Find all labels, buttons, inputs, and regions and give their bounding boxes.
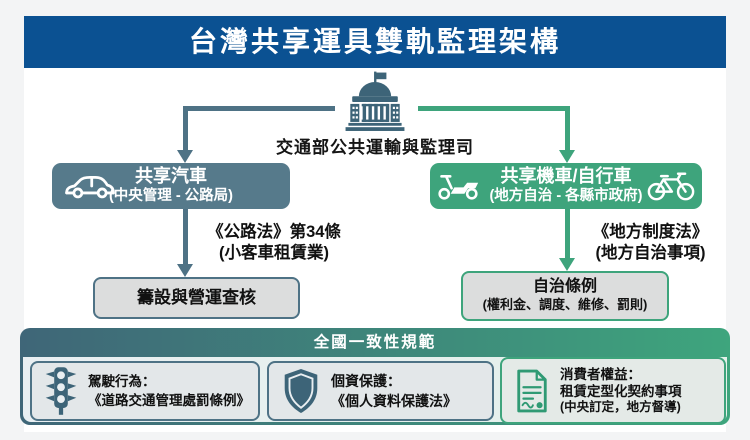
rule-consumer-line1: 消費者權益： bbox=[560, 367, 641, 382]
arrow-to-moto-outcome bbox=[559, 258, 575, 271]
rule-card-driving: 駕駛行為： 《道路交通管理處罰條例》 bbox=[30, 361, 260, 421]
traffic-light-icon bbox=[45, 367, 77, 415]
rule-consumer-line3: (中央訂定，地方督導) bbox=[560, 400, 681, 414]
contract-icon bbox=[517, 369, 547, 412]
rule-driving-line2: 《道路交通管理處罰條例》 bbox=[88, 393, 250, 408]
moto-branch-title: 共享機車/自行車 bbox=[500, 166, 632, 186]
moto-law-arrow-line bbox=[565, 209, 570, 258]
moto-branch-box: 共享機車/自行車 (地方自治 - 各縣市政府) bbox=[430, 163, 702, 209]
rule-card-consumer: 消費者權益： 租賃定型化契約事項 (中央訂定，地方督導) bbox=[500, 357, 726, 424]
moto-outcome-box: 自治條例 (權利金、調度、維修、罰則) bbox=[461, 271, 669, 321]
ministry-label: 交通部公共運輸與監理司 bbox=[276, 138, 474, 157]
connector-right-horizontal bbox=[418, 106, 570, 111]
arrow-to-car-outcome bbox=[177, 264, 193, 277]
car-branch-title: 共享汽車 bbox=[135, 166, 207, 186]
rule-card-privacy: 個資保護： 《個人資料保護法》 bbox=[267, 361, 494, 421]
moto-branch-subtitle: (地方自治 - 各縣市政府) bbox=[489, 188, 643, 204]
connector-left-vertical bbox=[183, 106, 188, 150]
car-law-line2: (小客車租賃業) bbox=[219, 244, 329, 262]
car-branch-box: 共享汽車 (中央管理 - 公路局) bbox=[52, 163, 290, 209]
car-branch-subtitle: (中央管理 - 公路局) bbox=[108, 188, 234, 204]
rule-driving-line1: 駕駛行為： bbox=[88, 374, 156, 389]
bicycle-icon bbox=[647, 172, 695, 201]
moto-outcome-title: 自治條例 bbox=[532, 278, 597, 295]
car-icon bbox=[65, 175, 115, 199]
car-law-line1: 《公路法》第34條 bbox=[207, 223, 341, 241]
rule-privacy-line1: 個資保護： bbox=[331, 373, 401, 389]
government-building-icon bbox=[345, 71, 405, 131]
page-title: 台灣共享運具雙軌監理架構 bbox=[24, 16, 726, 68]
car-outcome-box: 籌設與營運查核 bbox=[93, 277, 300, 319]
national-rules-banner: 全國一致性規範 bbox=[313, 334, 437, 351]
car-law-arrow-line bbox=[183, 209, 188, 264]
arrow-to-moto-box bbox=[559, 150, 575, 163]
connector-right-vertical bbox=[565, 106, 570, 150]
rule-privacy-line2: 《個人資料保護法》 bbox=[331, 393, 457, 409]
arrow-to-car-box bbox=[177, 150, 193, 163]
car-law-text: 《公路法》第34條 (小客車租賃業) bbox=[194, 222, 354, 264]
moto-outcome-subtitle: (權利金、調度、維修、罰則) bbox=[482, 297, 648, 312]
connector-left-horizontal bbox=[183, 106, 335, 111]
moto-law-line1: 《地方制度法》 bbox=[592, 223, 709, 241]
shield-icon bbox=[284, 368, 318, 414]
scooter-icon bbox=[438, 175, 479, 200]
rule-consumer-line2: 租賃定型化契約事項 bbox=[560, 384, 682, 399]
moto-law-text: 《地方制度法》 (地方自治事項) bbox=[578, 222, 723, 264]
moto-law-line2: (地方自治事項) bbox=[595, 244, 706, 262]
